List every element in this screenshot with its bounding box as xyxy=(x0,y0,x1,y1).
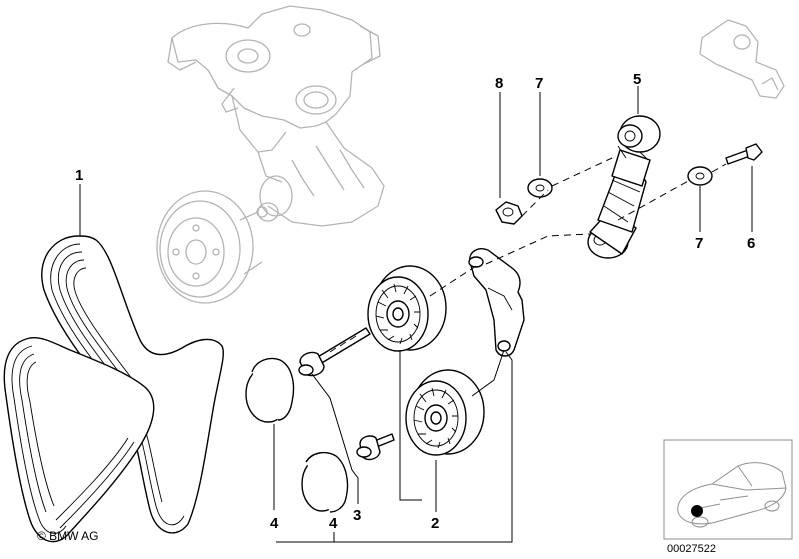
document-number: 00027522 xyxy=(667,543,716,555)
callout-labels: 1 8 7 5 7 6 4 4 3 2 xyxy=(75,71,755,532)
idler-pulley-lower xyxy=(405,369,485,456)
pulley-cap-upper xyxy=(245,357,295,423)
callout-6: 6 xyxy=(747,235,755,252)
poly-v-belt xyxy=(3,235,224,543)
mount-bracket-ghost xyxy=(699,19,785,99)
pulley-ghost xyxy=(156,190,263,304)
vehicle-location-inset xyxy=(663,439,793,540)
washer-upper xyxy=(527,178,553,198)
callout-3: 3 xyxy=(353,507,361,524)
nut xyxy=(495,201,523,225)
callout-5: 5 xyxy=(633,71,641,88)
callout-leader-lines xyxy=(79,86,753,543)
callout-7-upper: 7 xyxy=(535,75,543,92)
tensioner-bracket xyxy=(468,248,525,357)
location-marker xyxy=(691,505,703,517)
callout-1: 1 xyxy=(75,167,83,184)
callout-7-right: 7 xyxy=(695,235,703,252)
water-pump-ghost xyxy=(167,5,385,227)
copyright-notice: © BMW AG xyxy=(37,529,99,543)
pulley-cap-lower xyxy=(301,451,349,513)
callout-4-right: 4 xyxy=(329,515,338,532)
assembly-axis-lines xyxy=(429,157,727,397)
callout-4-left: 4 xyxy=(270,515,279,532)
hex-bolt xyxy=(725,143,763,165)
long-bolt xyxy=(298,327,371,377)
short-bolt xyxy=(356,433,395,461)
idler-pulley-upper xyxy=(367,265,447,352)
callout-2: 2 xyxy=(431,515,439,532)
hydraulic-tensioner xyxy=(587,115,661,259)
callout-8: 8 xyxy=(495,75,503,92)
washer-right xyxy=(687,166,713,186)
